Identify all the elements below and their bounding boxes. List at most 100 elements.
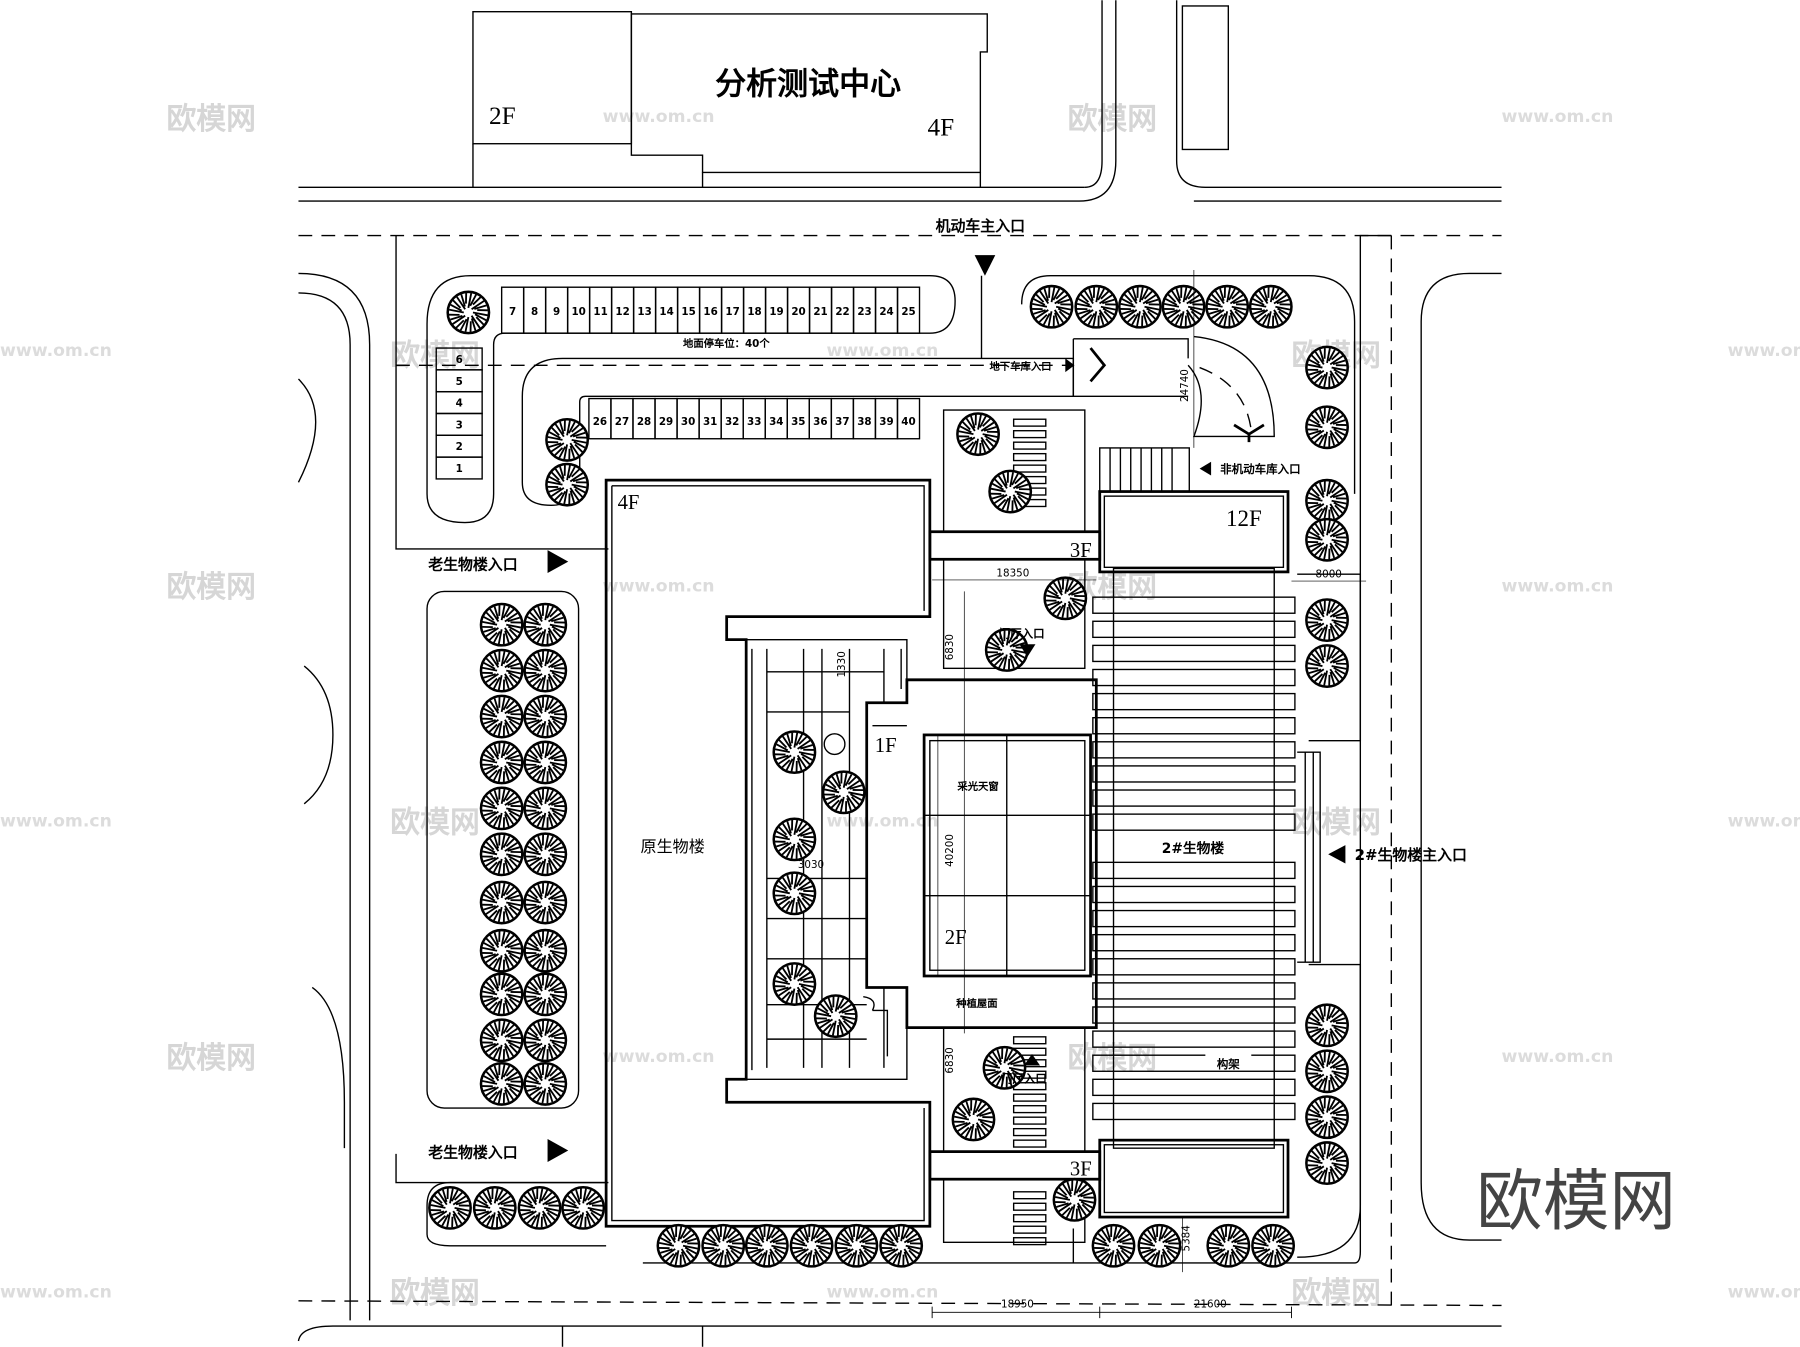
tree-icon: [879, 1223, 924, 1268]
parking-stall: 12: [610, 286, 635, 334]
dim-21600: 21600: [1194, 1299, 1227, 1311]
tree-icon: [1305, 478, 1349, 523]
skylight-label: 采光天窗: [956, 780, 998, 793]
parking-stall: 33: [742, 397, 766, 440]
dimensions: 24740 18350 8000 6830 6830 1330 3030 402…: [798, 269, 1367, 1319]
tree-icon: [1248, 284, 1293, 329]
tree-icon: [1305, 345, 1349, 390]
arrow-left-icon: [1328, 845, 1346, 864]
parking-stall: 18: [742, 286, 767, 334]
tree-icon: [523, 786, 568, 831]
tree-icon: [1251, 1223, 1296, 1268]
parking-stall: 21: [808, 286, 833, 334]
old-bio-entrance-bottom: 老生物楼入口: [427, 1143, 517, 1161]
tree-icon: [523, 832, 568, 877]
facade-fin: [1092, 1030, 1296, 1048]
watermark-url: www.om.cn: [603, 107, 715, 127]
tree-icon: [428, 1185, 472, 1230]
tree-icon: [813, 994, 858, 1039]
watermark-url: www.om.cn: [1502, 576, 1614, 596]
step: [1012, 1237, 1047, 1246]
watermark-url: www.om.cn: [0, 341, 112, 361]
tree-icon: [523, 1018, 568, 1063]
trees: [428, 284, 1349, 1268]
old-bio-entrance-top: 老生物楼入口: [427, 556, 517, 574]
watermark-brand: 欧模网: [166, 1041, 255, 1076]
step: [1012, 1036, 1047, 1045]
step: [1012, 1202, 1047, 1211]
dim-18950: 18950: [1001, 1299, 1034, 1311]
parking-stall: 27: [610, 397, 634, 440]
watermark-url: www.om.cn: [827, 1282, 939, 1302]
parking-stall: 26: [588, 397, 612, 440]
watermarks: 欧模网欧模网欧模网欧模网欧模网欧模网欧模网欧模网欧模网欧模网欧模网欧模网www.…: [0, 102, 1800, 1311]
tree-icon: [479, 928, 524, 973]
tree-icon: [1117, 284, 1162, 329]
parking-stall: 16: [698, 286, 723, 334]
stall-number: 17: [725, 306, 739, 318]
old-bio-floors: 4F: [618, 492, 640, 514]
parking-stall: 14: [654, 286, 679, 334]
tree-icon: [1029, 284, 1074, 329]
watermark-url: www.om.cn: [0, 812, 112, 832]
facade-fin: [1092, 789, 1296, 807]
watermark-url: www.om.cn: [1728, 1282, 1800, 1302]
dim-1330: 1330: [836, 651, 848, 677]
watermark-brand: 欧模网: [1068, 1041, 1157, 1076]
tree-icon: [772, 871, 817, 916]
facade-fin: [1092, 596, 1296, 614]
facade-fin: [1092, 620, 1296, 639]
underground-garage-entrance: 地下车库入口: [990, 360, 1052, 373]
tree-icon: [479, 602, 524, 647]
tree-icon: [701, 1223, 746, 1268]
watermark-brand: 欧模网: [390, 1276, 479, 1311]
stall-number: 18: [747, 306, 761, 318]
dim-8000: 8000: [1316, 569, 1342, 581]
bridge-bottom-floors: 3F: [1070, 1159, 1092, 1181]
arrow-down-icon: [974, 255, 996, 276]
arrow-right-icon: [547, 1138, 569, 1162]
tree-icon: [523, 1061, 568, 1106]
tree-icon: [523, 740, 568, 785]
dim-3030: 3030: [798, 859, 824, 871]
bio2-tower-floors: 12F: [1226, 506, 1262, 531]
tree-icon: [1205, 284, 1250, 329]
stall-number: 7: [509, 306, 516, 318]
parking-stall: 1: [435, 456, 483, 480]
parking-stall: 34: [764, 397, 788, 440]
tree-icon: [1161, 284, 1206, 329]
tree-icon: [1305, 405, 1349, 450]
tree-icon: [523, 648, 568, 693]
stall-number: 12: [615, 306, 629, 318]
dim-18350: 18350: [996, 567, 1029, 579]
stall-number: 21: [813, 306, 827, 318]
step: [1012, 418, 1047, 427]
watermark-url: www.om.cn: [1502, 1047, 1614, 1067]
tree-icon: [479, 694, 524, 739]
facade-fin: [1092, 644, 1296, 663]
tree-icon: [479, 1061, 524, 1106]
watermark-url: www.om.cn: [827, 341, 939, 361]
parking-stall: 19: [764, 286, 789, 334]
step: [1012, 441, 1047, 450]
stall-number: 19: [769, 306, 783, 318]
parking-stall: 3: [435, 412, 483, 436]
tree-icon: [1305, 1049, 1349, 1094]
parking-stall: 37: [830, 397, 855, 440]
facade-fin: [1092, 861, 1296, 880]
podium-1f: 1F: [875, 735, 897, 757]
stall-number: 32: [725, 416, 739, 428]
bio2-name: 2#生物楼: [1162, 840, 1225, 857]
green-roof-label: 种植屋面: [955, 997, 997, 1010]
arrow-up-icon: [1023, 1054, 1041, 1066]
step: [1012, 1139, 1047, 1148]
dim-5384: 5384: [1180, 1225, 1192, 1251]
roads: [297, 0, 1502, 1347]
parking-stall: 30: [676, 397, 700, 440]
tree-icon: [1052, 1177, 1097, 1222]
parking-count-label: 地面停车位：40个: [683, 337, 770, 350]
watermark-brand: 欧模网: [390, 805, 479, 840]
analysis-center: 分析测试中心 2F 4F: [472, 11, 988, 188]
parking-stall: 22: [830, 286, 855, 334]
facade-fin: [1092, 717, 1296, 735]
